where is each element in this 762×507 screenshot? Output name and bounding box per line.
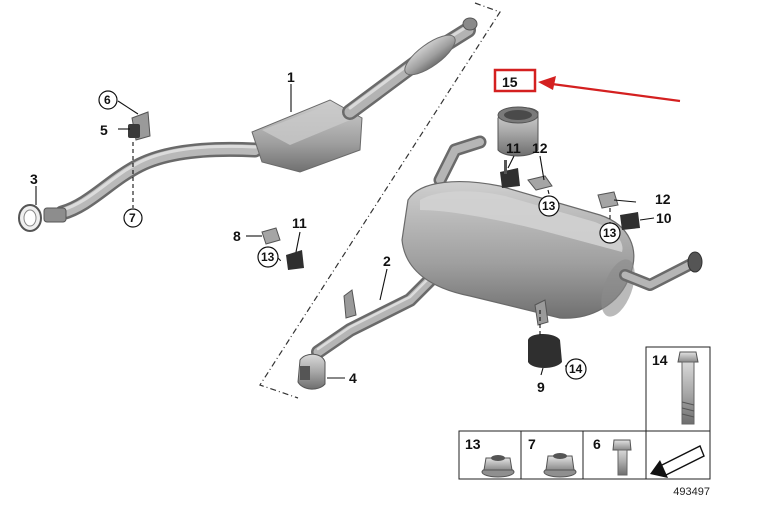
rubber-mount-part-10 bbox=[620, 212, 640, 230]
bracket-part-5 bbox=[128, 111, 151, 141]
callout-13-right-circle bbox=[599, 222, 621, 244]
callout-3: 3 bbox=[30, 171, 38, 187]
callout-13-rear-circle bbox=[538, 195, 560, 217]
callout-13-mid: 13 bbox=[261, 250, 275, 264]
callout-8: 8 bbox=[233, 228, 241, 244]
assembly-separation-line bbox=[259, 2, 501, 399]
rubber-mount-part-11-rear bbox=[500, 160, 520, 188]
callout-6: 6 bbox=[104, 93, 111, 107]
callout-12-rear: 12 bbox=[532, 140, 548, 156]
callout-4: 4 bbox=[349, 370, 357, 386]
legend-label-6: 6 bbox=[593, 436, 601, 452]
legend-label-14: 14 bbox=[652, 352, 668, 368]
callout-13-mid-circle bbox=[257, 246, 279, 268]
front-pipe-catalytic-converter bbox=[18, 17, 478, 232]
callout-7: 7 bbox=[129, 211, 136, 225]
nut-icon bbox=[543, 453, 577, 478]
rubber-mount-part-11-mid bbox=[286, 250, 304, 270]
legend-label-13: 13 bbox=[465, 436, 481, 452]
highlight-arrowhead-icon bbox=[538, 76, 556, 90]
fastener-legend: 14 13 7 6 bbox=[458, 346, 711, 480]
callout-1: 1 bbox=[287, 69, 295, 85]
callout-2: 2 bbox=[383, 253, 391, 269]
bracket-part-8 bbox=[261, 227, 281, 245]
highlight-arrow-shaft bbox=[551, 82, 681, 103]
callout-12-right: 12 bbox=[655, 191, 671, 207]
diagram-number: 493497 bbox=[673, 486, 710, 498]
flange-nut-icon bbox=[481, 455, 515, 478]
callout-14: 14 bbox=[569, 362, 583, 376]
legend-label-7: 7 bbox=[528, 436, 536, 452]
callout-11-rear: 11 bbox=[506, 140, 521, 156]
callout-15: 15 bbox=[502, 74, 518, 90]
callout-11-mid: 11 bbox=[292, 215, 307, 231]
callout-14-circle bbox=[565, 358, 587, 380]
highlight-annotation bbox=[493, 68, 681, 103]
callout-6-circle bbox=[98, 90, 118, 110]
screw-icon bbox=[612, 439, 632, 476]
highlight-box bbox=[493, 68, 537, 93]
clamp-part-4 bbox=[297, 353, 326, 390]
bracket-part-12-rear bbox=[527, 175, 553, 191]
direction-arrow-icon bbox=[650, 445, 705, 478]
tailpipe-trim-part-15 bbox=[497, 106, 539, 157]
callout-7-circle bbox=[123, 208, 143, 228]
callout-9: 9 bbox=[537, 379, 545, 395]
callout-13-right: 13 bbox=[603, 226, 617, 240]
bolt-icon bbox=[677, 351, 699, 425]
rear-silencer bbox=[401, 135, 703, 326]
callout-10: 10 bbox=[656, 210, 672, 226]
bracket-part-12-right bbox=[597, 191, 619, 209]
callout-13-rear: 13 bbox=[542, 199, 556, 213]
rubber-mount-part-9 bbox=[528, 334, 562, 368]
callout-5: 5 bbox=[100, 122, 108, 138]
